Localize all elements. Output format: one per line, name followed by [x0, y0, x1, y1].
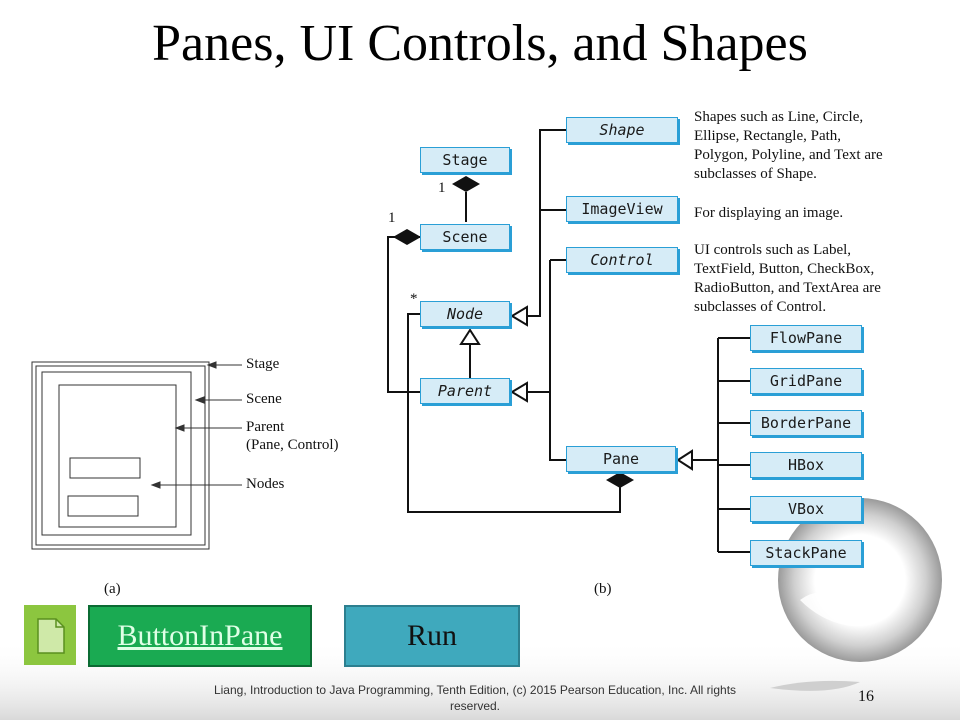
node-box — [67, 495, 139, 517]
class-gridpane: GridPane — [750, 368, 862, 394]
page-number: 16 — [858, 688, 874, 705]
inheritance-arrow — [510, 305, 528, 327]
inheritance-arrow — [676, 449, 693, 471]
scene-box — [41, 371, 192, 536]
class-stackpane: StackPane — [750, 540, 862, 566]
class-stage: Stage — [420, 147, 510, 173]
document-icon[interactable] — [24, 605, 76, 665]
label-parent: Parent — [246, 419, 285, 435]
footer-copyright: Liang, Introduction to Java Programming,… — [213, 683, 737, 713]
inheritance-arrow — [459, 328, 481, 345]
class-shape: Shape — [566, 117, 678, 143]
class-parent: Parent — [420, 378, 510, 404]
run-button[interactable]: Run — [344, 605, 520, 667]
multiplicity-scene-root: 1 — [388, 210, 396, 226]
note-shape: Shapes such as Line, Circle, Ellipse, Re… — [694, 109, 883, 182]
label-pane-control: (Pane, Control) — [246, 437, 339, 453]
multiplicity-nodes: * — [410, 291, 418, 307]
inheritance-arrow — [510, 381, 528, 403]
class-flowpane: FlowPane — [750, 325, 862, 351]
label-nodes: Nodes — [246, 476, 285, 492]
composition-diamond — [452, 176, 480, 192]
diagram-a — [31, 361, 242, 550]
slide-title: Panes, UI Controls, and Shapes — [152, 15, 808, 72]
class-pane: Pane — [566, 446, 676, 472]
caption-b: (b) — [594, 581, 612, 597]
globe-icon — [778, 498, 942, 662]
buttoninpane-link-button[interactable]: ButtonInPane — [88, 605, 312, 667]
class-vbox: VBox — [750, 496, 862, 522]
class-scene: Scene — [420, 224, 510, 250]
class-node: Node — [420, 301, 510, 327]
class-borderpane: BorderPane — [750, 410, 862, 436]
class-control: Control — [566, 247, 678, 273]
parent-box — [58, 384, 177, 528]
class-imageview: ImageView — [566, 196, 678, 222]
note-control: UI controls such as Label, TextField, Bu… — [694, 242, 881, 315]
label-scene: Scene — [246, 391, 282, 407]
caption-a: (a) — [104, 581, 121, 597]
stage-box — [31, 361, 210, 550]
node-box — [69, 457, 141, 479]
composition-diamond — [393, 229, 421, 245]
class-hbox: HBox — [750, 452, 862, 478]
composition-diamond — [606, 472, 634, 488]
label-stage: Stage — [246, 356, 280, 372]
note-imageview: For displaying an image. — [694, 205, 844, 221]
multiplicity-stage-scene: 1 — [438, 180, 446, 196]
